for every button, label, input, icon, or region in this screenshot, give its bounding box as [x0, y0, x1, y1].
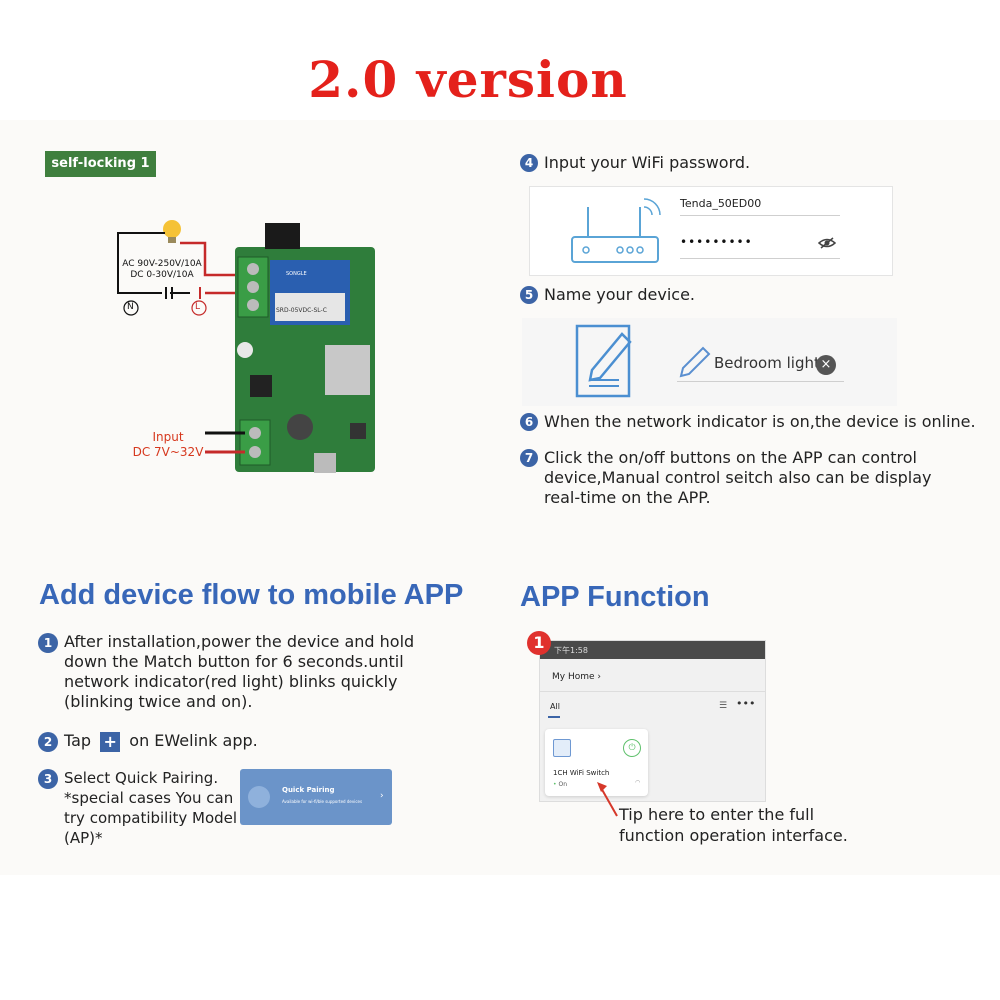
- step-text: Name your device.: [544, 285, 695, 304]
- power-icon[interactable]: ⏻: [623, 739, 641, 757]
- relay-model: SRD-05VDC-SL-C: [276, 307, 327, 314]
- plus-icon[interactable]: +: [100, 731, 121, 752]
- more-icon[interactable]: •••: [736, 697, 756, 710]
- app-function-heading: APP Function: [520, 581, 710, 613]
- step-5: 5 Name your device.: [520, 285, 980, 305]
- flow-step-3: 3 Select Quick Pairing. *special cases Y…: [38, 768, 238, 848]
- wifi-card: Tenda_50ED00 •••••••••: [529, 186, 893, 276]
- step-number: 7: [520, 449, 538, 467]
- tab-all[interactable]: All: [550, 702, 560, 711]
- step-text: Select Quick Pairing. *special cases You…: [64, 769, 238, 847]
- step-number: 3: [38, 769, 58, 789]
- step-4: 4 Input your WiFi password.: [520, 153, 980, 173]
- wiring-svg: [117, 220, 375, 473]
- step-text: Input your WiFi password.: [544, 153, 751, 172]
- device-tile-state: • On: [553, 781, 567, 788]
- router-icon: [571, 198, 661, 263]
- ssid-field[interactable]: Tenda_50ED00: [680, 197, 762, 210]
- device-tile[interactable]: ⏻ 1CH WiFi Switch • On ◠: [545, 729, 648, 796]
- input-range: DC 7V~32V: [132, 445, 204, 459]
- ac-dc-rating: AC 90V-250V/10A DC 0-30V/10A: [122, 259, 202, 281]
- dc-rating: DC 0-30V/10A: [130, 270, 194, 280]
- flow-step-1: 1 After installation,power the device an…: [38, 632, 458, 712]
- name-device-card: Bedroom light ×: [522, 318, 897, 406]
- step-text: After installation,power the device and …: [64, 632, 415, 711]
- page-title: 2.0 version: [308, 50, 628, 109]
- edit-document-icon: [575, 324, 632, 398]
- device-icon: [553, 739, 571, 757]
- step-7: 7 Click the on/off buttons on the APP ca…: [520, 448, 940, 508]
- quick-pairing-card[interactable]: Quick Pairing Available for wi-fi/ble su…: [240, 769, 392, 825]
- tab-indicator: [548, 716, 560, 718]
- input-label: Input DC 7V~32V: [128, 430, 208, 460]
- pencil-icon: [679, 346, 711, 378]
- step-text-before: Tap: [64, 731, 92, 750]
- neutral-label: N: [127, 302, 134, 312]
- input-title: Input: [152, 430, 184, 444]
- step-6: 6 When the network indicator is on,the d…: [520, 412, 990, 432]
- marker-badge: 1: [527, 631, 551, 655]
- ssid-underline: [680, 215, 840, 216]
- step-text-after: on EWelink app.: [129, 731, 258, 750]
- eye-off-icon[interactable]: [818, 237, 836, 249]
- home-selector[interactable]: My Home ›: [552, 672, 601, 682]
- step-number: 5: [520, 286, 538, 304]
- clear-icon[interactable]: ×: [816, 355, 836, 375]
- step-text: Click the on/off buttons on the APP can …: [544, 448, 932, 507]
- device-tile-name: 1CH WiFi Switch: [553, 769, 610, 777]
- bulb-icon: [163, 220, 181, 243]
- status-bar: 下午1:58: [540, 641, 765, 659]
- quick-pairing-title: Quick Pairing: [282, 786, 335, 794]
- device-state-label: On: [558, 781, 567, 788]
- password-field[interactable]: •••••••••: [680, 235, 753, 249]
- device-name-field[interactable]: Bedroom light: [714, 354, 820, 372]
- chevron-right-icon: ›: [380, 791, 384, 801]
- arrow-icon: [597, 782, 618, 817]
- status-time: 下午1:58: [554, 646, 588, 655]
- relay-brand: SONGLE: [286, 271, 307, 277]
- flow-step-2: 2 Tap + on EWelink app.: [38, 731, 338, 752]
- wifi-icon: ◠: [635, 779, 641, 786]
- step-number: 1: [38, 633, 58, 653]
- step-number: 2: [38, 732, 58, 752]
- home-label: My Home: [552, 672, 595, 682]
- password-underline: [680, 258, 840, 259]
- list-icon[interactable]: ☰: [719, 701, 728, 711]
- add-flow-heading: Add device flow to mobile APP: [39, 579, 464, 611]
- divider: [540, 691, 765, 692]
- pairing-icon: [248, 786, 270, 808]
- step-number: 6: [520, 413, 538, 431]
- self-locking-badge: self-locking 1: [45, 151, 156, 177]
- step-number: 4: [520, 154, 538, 172]
- step-text: When the network indicator is on,the dev…: [544, 412, 976, 431]
- tip-text: Tip here to enter the full function oper…: [619, 805, 848, 845]
- quick-pairing-subtitle: Available for wi-fi/ble supported device…: [282, 799, 363, 804]
- ac-rating: AC 90V-250V/10A: [122, 259, 202, 269]
- name-underline: [677, 381, 844, 382]
- live-label: L: [195, 302, 201, 312]
